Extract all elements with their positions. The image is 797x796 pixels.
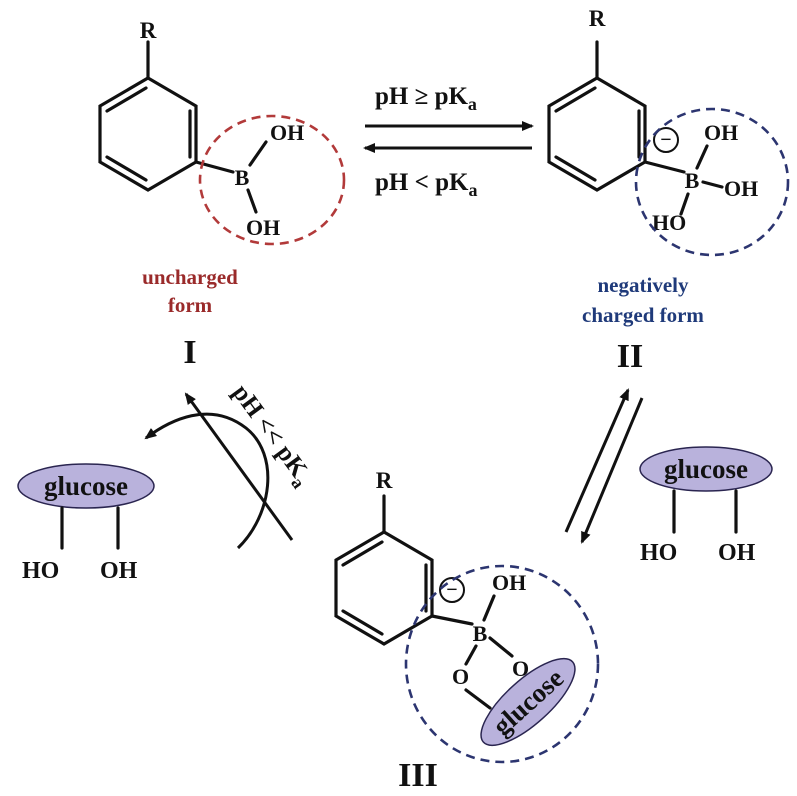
benzene-ring-II <box>547 76 647 192</box>
glucose-label-right: glucose <box>664 454 748 484</box>
hydroxyl-top-I: OH <box>270 120 304 145</box>
hydroxyl-bottom-II: HO <box>652 210 686 235</box>
b-oh-bond-top-I <box>248 140 268 167</box>
negative-charge-circle-II <box>653 127 679 153</box>
b-o-bond-right-III <box>488 636 514 658</box>
r-group-III: R <box>376 468 393 493</box>
negative-charge-II: − <box>660 129 671 151</box>
glucose-left-ho: HO <box>22 558 59 584</box>
b-oh-bond-top-II <box>695 144 709 170</box>
release-arrow <box>184 392 294 541</box>
r-group-II: R <box>589 6 606 31</box>
glucose-right-oh: OH <box>718 540 756 566</box>
hydroxyl-top-III: OH <box>492 570 526 595</box>
top-equilibrium-arrows: pH ≥ pKa pH < pKa <box>363 83 534 200</box>
glucose-label-left: glucose <box>44 471 128 501</box>
b-oh-bond-bottom-II <box>679 192 690 216</box>
free-glucose-right: glucose HO OH <box>639 446 773 566</box>
reverse-condition: pH < pKa <box>375 169 477 200</box>
glucose-left-oh: OH <box>100 558 138 584</box>
c-b-bond-III <box>430 614 474 626</box>
uncharged-label-line2: form <box>168 293 213 317</box>
glucose-ellipse-right <box>639 446 773 492</box>
right-equilibrium: glucose HO OH <box>564 388 773 566</box>
negatively-charged-label-line2: charged form <box>582 303 704 327</box>
released-glucose: glucose HO OH <box>17 463 155 584</box>
boron-atom-III: B <box>473 621 488 646</box>
boron-circle-blue-II <box>634 107 790 257</box>
glucose-ellipse-bound <box>480 657 576 747</box>
b-o-bond-left-III <box>464 644 478 666</box>
numeral-II: II <box>617 338 643 375</box>
r-group-I: R <box>140 18 157 43</box>
negative-charge-III: − <box>446 579 457 601</box>
boron-atom-II: B <box>685 168 700 193</box>
b-oh-bond-bottom-I <box>246 188 258 214</box>
boron-atom-I: B <box>235 165 250 190</box>
c-b-bond-II <box>643 160 686 174</box>
b-oh-bond-III <box>482 594 496 622</box>
hydroxyl-bottom-I: OH <box>246 215 280 240</box>
binding-arrow-up <box>564 388 630 533</box>
compound-I: R B OH OH uncharged form I <box>98 18 346 371</box>
hydroxyl-top-II: OH <box>704 120 738 145</box>
benzene-ring-I <box>98 76 198 192</box>
numeral-III: III <box>398 757 438 794</box>
o-glucose-bond-left <box>464 688 492 710</box>
uncharged-label-line1: uncharged <box>142 265 238 289</box>
negative-charge-circle-III <box>439 577 465 603</box>
benzene-ring-III <box>334 530 434 646</box>
left-reaction: pH << pKa glucose HO OH <box>17 380 318 584</box>
acidic-condition: pH << pKa <box>224 380 318 493</box>
boron-circle-red <box>198 114 346 246</box>
boron-circle-blue-III <box>404 564 600 764</box>
forward-condition: pH ≥ pKa <box>375 83 477 114</box>
negatively-charged-label-line1: negatively <box>598 273 689 297</box>
glucose-release-curve-arrow <box>144 412 270 550</box>
compound-II: R B − OH OH HO negatively charged form I… <box>547 6 790 375</box>
glucose-right-ho: HO <box>640 540 677 566</box>
compound-III: R B − OH O O glucose III <box>334 468 600 794</box>
glucose-ellipse-left <box>17 463 155 509</box>
oxygen-left-III: O <box>452 664 469 689</box>
numeral-I: I <box>183 334 196 371</box>
oxygen-right-III: O <box>512 656 529 681</box>
hydroxyl-right-II: OH <box>724 176 758 201</box>
binding-arrow-down <box>580 397 644 544</box>
b-oh-bond-right-II <box>701 180 724 189</box>
